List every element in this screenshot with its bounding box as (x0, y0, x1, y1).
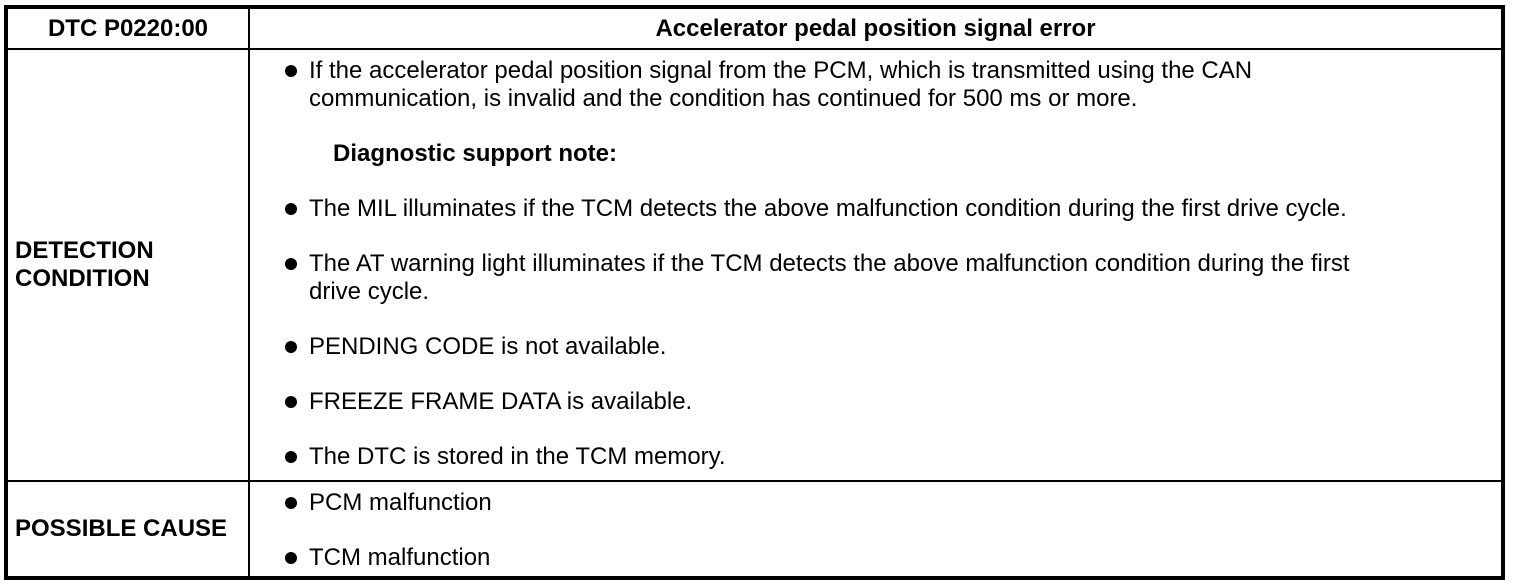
bullet-icon (285, 451, 297, 463)
list-item: If the accelerator pedal position signal… (250, 57, 1487, 113)
bullet-icon (285, 341, 297, 353)
list-item-text: The AT warning light illuminates if the … (309, 250, 1350, 305)
list-item: PENDING CODE is not available. (250, 333, 1487, 361)
dtc-table: DTC P0220:00 Accelerator pedal position … (4, 5, 1505, 580)
table-header-row: DTC P0220:00 Accelerator pedal position … (5, 6, 1504, 50)
diagnostic-support-note: Diagnostic support note: (333, 140, 617, 167)
detection-condition-content: If the accelerator pedal position signal… (248, 48, 1504, 482)
list-item-text: PENDING CODE is not available. (309, 333, 667, 360)
bullet-icon (285, 552, 297, 564)
list-item: TCM malfunction (250, 544, 1487, 572)
possible-cause-label: POSSIBLE CAUSE (5, 480, 250, 579)
list-item: PCM malfunction (250, 489, 1487, 517)
dtc-title: Accelerator pedal position signal error (248, 6, 1504, 50)
list-item-text: FREEZE FRAME DATA is available. (309, 388, 693, 415)
list-item-text: TCM malfunction (309, 544, 491, 571)
bullet-icon (285, 497, 297, 509)
possible-cause-row: POSSIBLE CAUSE PCM malfunction TCM malfu… (5, 480, 1504, 579)
list-item-text: The MIL illuminates if the TCM detects t… (309, 195, 1347, 222)
list-item-text: PCM malfunction (309, 489, 492, 516)
bullet-icon (285, 258, 297, 270)
bullet-icon (285, 65, 297, 77)
list-item: The AT warning light illuminates if the … (250, 250, 1487, 306)
detection-condition-label: DETECTION CONDITION (5, 48, 250, 482)
list-item: FREEZE FRAME DATA is available. (250, 388, 1487, 416)
list-item: The MIL illuminates if the TCM detects t… (250, 195, 1487, 223)
bullet-icon (285, 396, 297, 408)
bullet-icon (285, 203, 297, 215)
list-item: The DTC is stored in the TCM memory. (250, 443, 1487, 471)
detection-condition-row: DETECTION CONDITION If the accelerator p… (5, 48, 1504, 482)
possible-cause-content: PCM malfunction TCM malfunction (248, 480, 1504, 579)
list-item-text: If the accelerator pedal position signal… (309, 57, 1253, 112)
list-item-text: The DTC is stored in the TCM memory. (309, 443, 726, 470)
dtc-code: DTC P0220:00 (5, 6, 250, 50)
